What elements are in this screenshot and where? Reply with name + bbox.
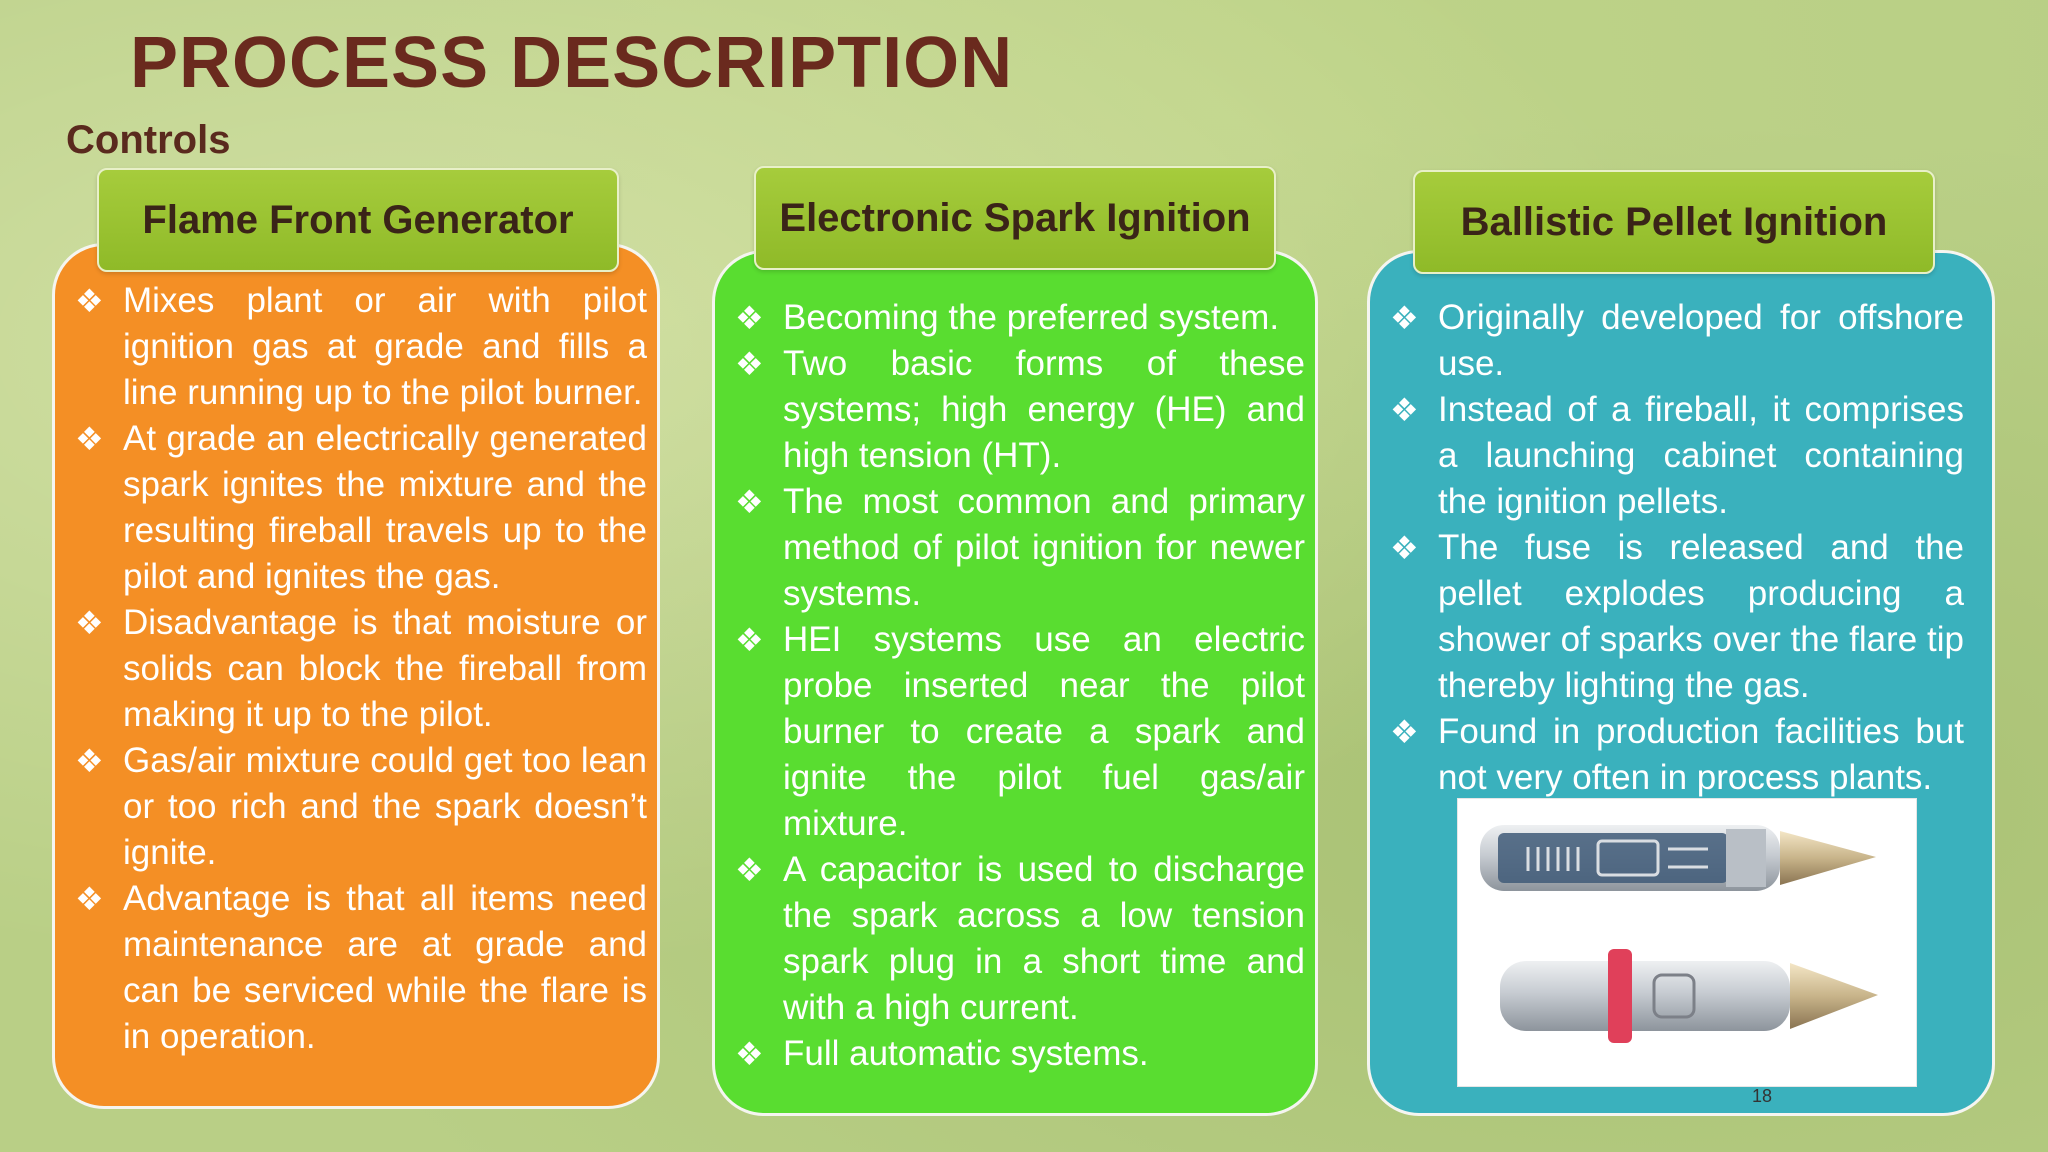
bullet-text: HEI systems use an electric probe insert… [783,620,1305,843]
diamond-bullet-icon: ❖ [75,743,104,779]
list-item: ❖ Advantage is that all items need mainte… [65,876,647,1060]
bullet-text: Instead of a fireball, it comprises a la… [1438,390,1964,521]
bullet-text: Gas/air mixture could get too lean or to… [123,741,647,872]
diamond-bullet-icon: ❖ [75,881,104,917]
bullet-text: Two basic forms of these systems; high e… [783,344,1305,475]
list-item: ❖ Mixes plant or air with pilot ignition … [65,278,647,416]
bullet-text: Disadvantage is that moisture or solids … [123,603,647,734]
panel-flame-front-generator: ❖ Mixes plant or air with pilot ignition … [52,243,660,1109]
section-subtitle: Controls [66,118,231,162]
bullet-text: The most common and primary method of pi… [783,482,1305,613]
bullet-text: Found in production facilities but not v… [1438,712,1964,797]
page-number: 18 [1752,1086,1773,1106]
bullet-list: ❖ Becoming the preferred system. ❖ Two bas… [725,295,1305,1077]
diamond-bullet-icon: ❖ [735,852,764,888]
slide-title: PROCESS DESCRIPTION [130,23,1014,103]
bullet-text: At grade an electrically generated spark… [123,419,647,596]
assembled-pellet [1500,949,1878,1043]
ignition-pellets-image [1457,798,1917,1087]
list-item: ❖ Gas/air mixture could get too lean or t… [65,738,647,876]
list-item: ❖ Full automatic systems. [725,1031,1305,1077]
diamond-bullet-icon: ❖ [735,622,764,658]
heading-electronic-spark-ignition: Electronic Spark Ignition [754,166,1276,270]
bullet-text: A capacitor is used to discharge the spa… [783,850,1305,1027]
diamond-bullet-icon: ❖ [1390,530,1419,566]
list-item: ❖ Becoming the preferred system. [725,295,1305,341]
diamond-bullet-icon: ❖ [75,605,104,641]
list-item: ❖ Instead of a fireball, it comprises a l… [1380,387,1964,525]
list-item: ❖ Disadvantage is that moisture or solids… [65,600,647,738]
bullet-text: Originally developed for offshore use. [1438,298,1964,383]
diamond-bullet-icon: ❖ [75,283,104,319]
list-item: ❖ Two basic forms of these systems; high … [725,341,1305,479]
diamond-bullet-icon: ❖ [735,300,764,336]
heading-flame-front-generator: Flame Front Generator [97,168,619,272]
diamond-bullet-icon: ❖ [1390,300,1419,336]
cutaway-pellet [1480,825,1876,891]
bullet-text: Advantage is that all items need mainten… [123,879,647,1056]
bullet-text: Mixes plant or air with pilot ignition g… [123,281,647,412]
diamond-bullet-icon: ❖ [735,484,764,520]
bullet-text: The fuse is released and the pellet expl… [1438,528,1964,705]
heading-ballistic-pellet-ignition: Ballistic Pellet Ignition [1413,170,1935,274]
list-item: ❖ The fuse is released and the pellet exp… [1380,525,1964,709]
bullet-list: ❖ Mixes plant or air with pilot ignition … [65,278,647,1060]
list-item: ❖ The most common and primary method of p… [725,479,1305,617]
list-item: ❖ Found in production facilities but not … [1380,709,1964,801]
diamond-bullet-icon: ❖ [75,421,104,457]
list-item: ❖ At grade an electrically generated spar… [65,416,647,600]
panel-electronic-spark-ignition: ❖ Becoming the preferred system. ❖ Two bas… [712,250,1318,1116]
list-item: ❖ HEI systems use an electric probe inser… [725,617,1305,847]
list-item: ❖ A capacitor is used to discharge the sp… [725,847,1305,1031]
bullet-text: Full automatic systems. [783,1034,1149,1073]
diamond-bullet-icon: ❖ [1390,392,1419,428]
bullet-list: ❖Originally developed for offshore use. … [1380,295,1964,801]
pellets-illustration [1480,825,1878,1043]
diamond-bullet-icon: ❖ [735,346,764,382]
bullet-text: Becoming the preferred system. [783,298,1280,337]
list-item: ❖ Originally developed for offshore use. [1380,295,1964,387]
diamond-bullet-icon: ❖ [735,1036,764,1072]
diamond-bullet-icon: ❖ [1390,714,1419,750]
